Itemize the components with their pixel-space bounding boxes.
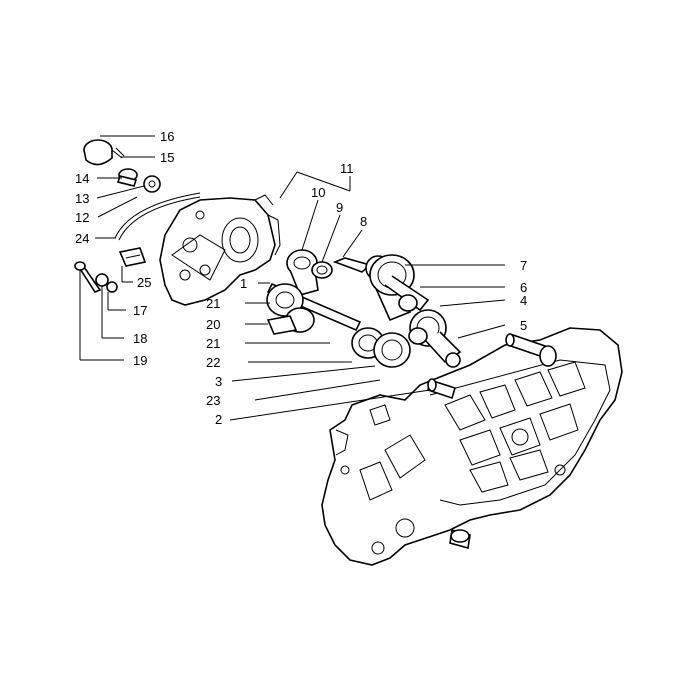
callout-2: 2 <box>215 412 222 427</box>
callout-21-lower: 21 <box>206 336 220 351</box>
bracket-25 <box>118 247 147 267</box>
bushing-9 <box>311 261 333 279</box>
transmission-cover <box>159 194 281 306</box>
callout-1: 1 <box>240 276 247 291</box>
bushing-23 <box>408 327 428 345</box>
callout-23: 23 <box>206 393 220 408</box>
callout-20: 20 <box>206 317 220 332</box>
callout-10: 10 <box>311 185 325 200</box>
leader-lines <box>79 135 506 421</box>
washer-13 <box>143 175 161 193</box>
bearing-22-3 <box>351 327 411 368</box>
callout-18: 18 <box>133 331 147 346</box>
callout-9: 9 <box>336 200 343 215</box>
spring-14 <box>116 168 138 187</box>
callout-8: 8 <box>360 214 367 229</box>
callout-13: 13 <box>75 191 89 206</box>
gear-6 <box>398 294 418 312</box>
callout-17: 17 <box>133 303 147 318</box>
callout-14: 14 <box>75 171 89 186</box>
callout-15: 15 <box>160 150 174 165</box>
callout-22: 22 <box>206 355 220 370</box>
dowel-pin-5 <box>505 333 557 367</box>
callout-7: 7 <box>520 258 527 273</box>
callout-24: 24 <box>75 231 89 246</box>
callout-16: 16 <box>160 129 174 144</box>
shaft-1-20-21 <box>266 282 362 335</box>
bolt-19-18-17 <box>74 261 118 293</box>
callout-5: 5 <box>520 318 527 333</box>
callout-21-upper: 21 <box>206 296 220 311</box>
callout-12: 12 <box>75 210 89 225</box>
crankcase-housing <box>321 327 623 566</box>
callout-11: 11 <box>340 161 354 176</box>
callout-labels: 16 15 14 13 12 24 25 17 18 19 11 10 9 8 … <box>75 129 527 427</box>
cap-16 <box>83 139 113 166</box>
callout-3: 3 <box>215 374 222 389</box>
bushing-lower <box>449 528 471 550</box>
callout-4: 4 <box>520 293 527 308</box>
callout-25: 25 <box>137 275 151 290</box>
callout-19: 19 <box>133 353 147 368</box>
callout-6: 6 <box>520 280 527 295</box>
needle-bearing-2 <box>427 378 456 400</box>
cable-12-24 <box>114 192 201 241</box>
